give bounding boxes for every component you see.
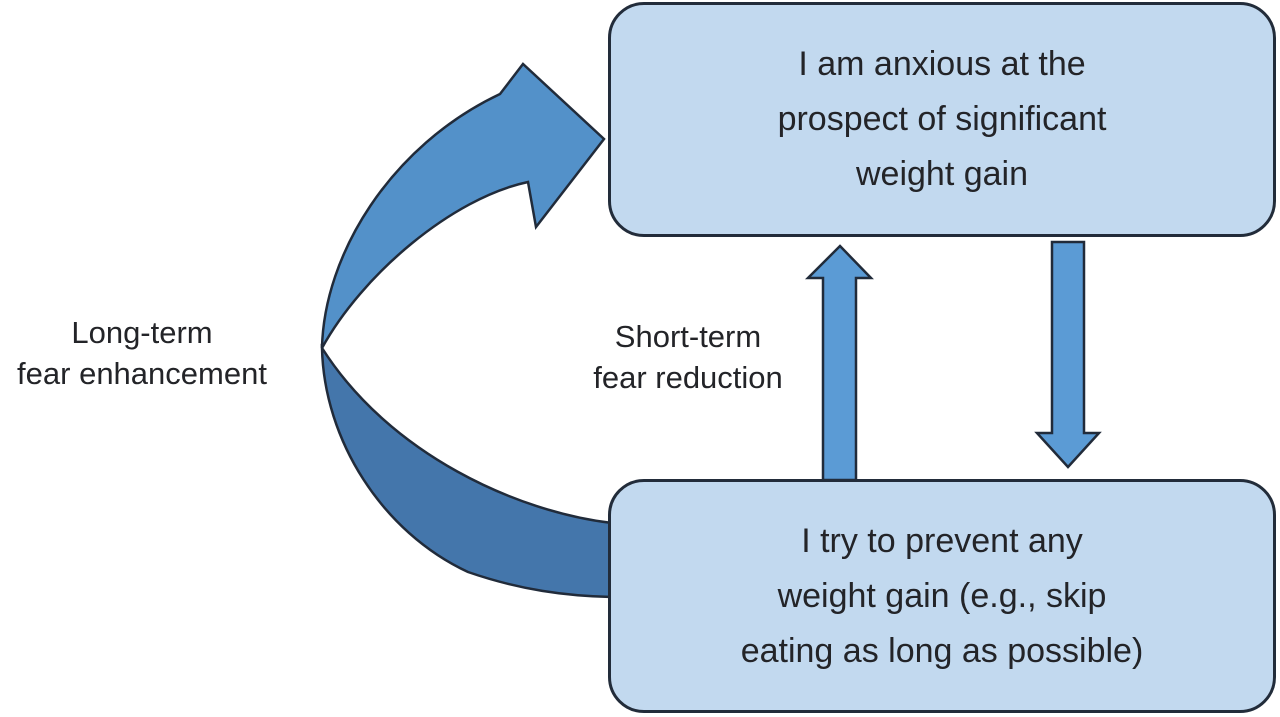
anxiety-thought-box: I am anxious at the prospect of signific… [608, 2, 1276, 237]
prevention-behavior-line: I try to prevent any [801, 521, 1083, 560]
long-term-curved-arrow-upper [320, 62, 606, 349]
short-term-label-line: Short-term [614, 319, 762, 354]
long-term-label-line: fear enhancement [17, 356, 267, 391]
prevention-behavior-line: weight gain (e.g., skip [777, 576, 1107, 615]
long-term-label: Long-term fear enhancement [0, 312, 284, 394]
anxiety-thought-line: I am anxious at the [798, 45, 1086, 83]
short-term-label-line: fear reduction [593, 360, 783, 395]
prevention-behavior-box: I try to prevent any weight gain (e.g., … [608, 479, 1276, 713]
long-term-label-line: Long-term [71, 315, 213, 350]
behavior-down-arrow [1034, 240, 1102, 469]
short-term-label: Short-term fear reduction [556, 316, 820, 398]
anxiety-thought-line: weight gain [855, 155, 1028, 193]
anxiety-thought-line: prospect of significant [777, 100, 1107, 138]
long-term-curved-arrow-lower [320, 343, 614, 599]
prevention-behavior-line: eating as long as possible) [740, 631, 1144, 670]
